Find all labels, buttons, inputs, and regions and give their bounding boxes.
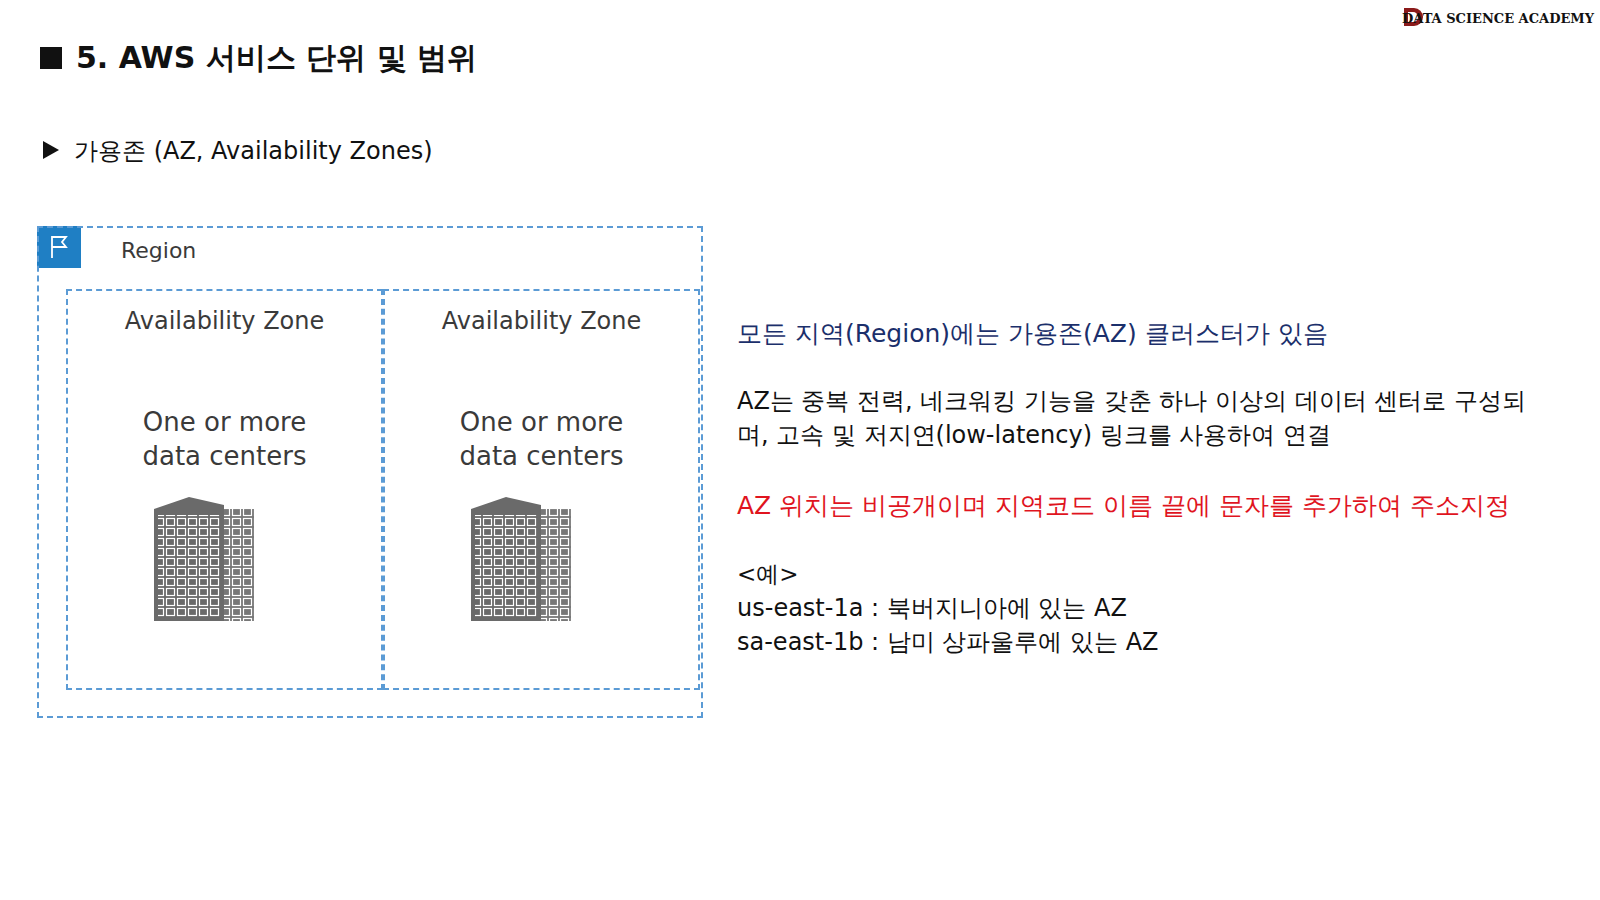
logo-text: DATA SCIENCE ACADEMY [1402,10,1594,28]
highlight-note: AZ 위치는 비공개이며 지역코드 이름 끝에 문자를 추가하여 주소지정 [737,488,1510,523]
example-item: sa-east-1b : 남미 상파울루에 있는 AZ [737,626,1159,660]
region-flag-icon [37,226,81,268]
zone-heading: Availability Zone [68,307,381,335]
zone-heading: Availability Zone [385,307,698,335]
section-subheading: 가용존 (AZ, Availability Zones) [74,135,433,169]
datacenter-icon [471,497,571,621]
example-heading: <예> [737,558,799,590]
datacenter-icon [154,497,254,621]
title-bullet [40,47,62,69]
page-title: 5. AWS 서비스 단위 및 범위 [76,38,477,79]
summary-note: 모든 지역(Region)에는 가용존(AZ) 클러스터가 있음 [737,316,1328,351]
zone-body: One or more data centers [125,405,325,473]
subheading-bullet [43,141,59,159]
availability-zone-box: Availability ZoneOne or more data center… [66,289,383,690]
description-note: AZ는 중복 전력, 네크워킹 기능을 갖춘 하나 이상의 데이터 센터로 구성… [737,385,1557,452]
region-box: RegionAvailability ZoneOne or more data … [37,226,703,718]
region-label: Region [121,238,196,263]
availability-zone-box: Availability ZoneOne or more data center… [383,289,700,690]
zone-body: One or more data centers [442,405,642,473]
example-item: us-east-1a : 북버지니아에 있는 AZ [737,592,1127,626]
